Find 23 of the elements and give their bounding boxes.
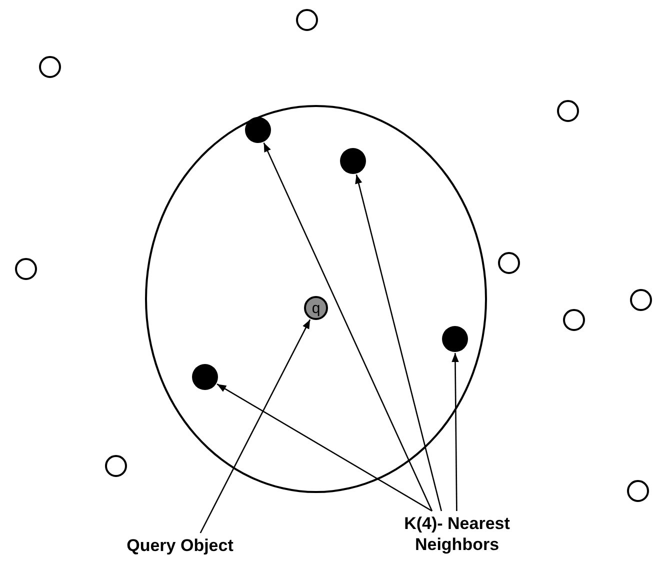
point-label: q	[312, 300, 320, 316]
neighborhood-ellipse	[145, 105, 487, 493]
neighbor-point	[442, 326, 468, 352]
data-point	[105, 455, 127, 477]
callout-label: Query Object	[110, 535, 250, 556]
data-point	[630, 289, 652, 311]
arrow	[355, 174, 442, 512]
data-point	[39, 56, 61, 78]
data-point	[627, 480, 649, 502]
arrow	[216, 384, 432, 512]
neighbor-point	[245, 117, 271, 143]
query-point	[304, 296, 328, 320]
arrow	[263, 142, 433, 512]
arrow	[200, 319, 311, 534]
data-point	[296, 9, 318, 31]
callout-label: K(4)- Nearest Neighbors	[382, 513, 532, 555]
neighbor-point	[340, 148, 366, 174]
data-point	[15, 258, 37, 280]
data-point	[563, 309, 585, 331]
data-point	[557, 100, 579, 122]
data-point	[498, 252, 520, 274]
arrow	[452, 353, 459, 511]
neighbor-point	[192, 364, 218, 390]
